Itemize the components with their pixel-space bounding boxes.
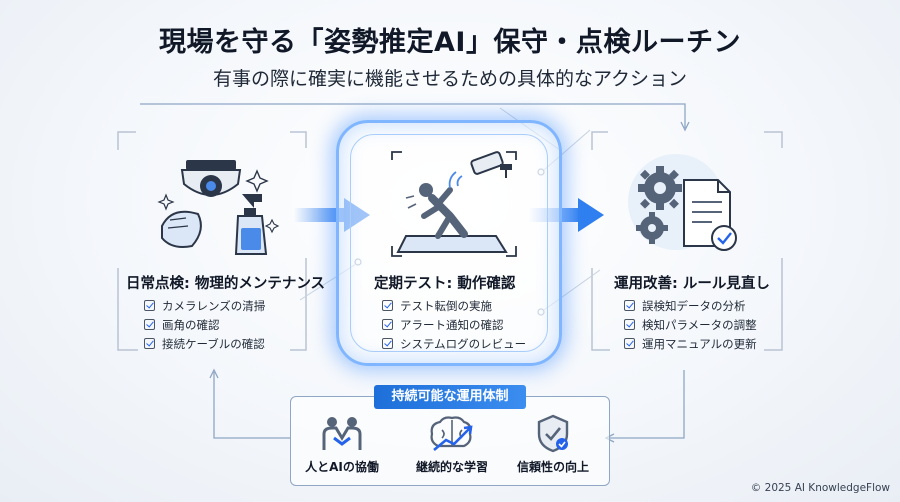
list-item: 運用マニュアルの更新	[624, 334, 757, 353]
card-title-improve: 運用改善: ルール見直し	[614, 276, 770, 292]
sustain-label-learning: 継続的な学習	[415, 460, 488, 474]
checkbox-icon	[624, 338, 635, 349]
checkbox-icon	[624, 300, 635, 311]
list-item: カメラレンズの清掃	[144, 296, 265, 315]
fall-detection-icon	[391, 151, 517, 257]
checkbox-icon	[144, 319, 155, 330]
list-item: 誤検知データの分析	[624, 296, 757, 315]
checkbox-icon	[624, 319, 635, 330]
page-subtitle: 有事の際に確実に機能させるための具体的なアクション	[212, 68, 688, 90]
list-item: アラート通知の確認	[382, 315, 526, 334]
checkbox-icon	[382, 338, 393, 349]
camera-cleaning-icon	[157, 160, 280, 255]
checkbox-icon	[144, 338, 155, 349]
checklist-daily: カメラレンズの清掃 画角の確認 接続ケーブルの確認	[144, 296, 265, 353]
checklist-periodic: テスト転倒の実施 アラート通知の確認 システムログのレビュー	[382, 296, 526, 353]
card-title-periodic: 定期テスト: 動作確認	[374, 276, 516, 292]
checkbox-icon	[382, 319, 393, 330]
list-item: 検知パラメータの調整	[624, 315, 757, 334]
gears-document-icon	[628, 154, 737, 251]
copyright-footer: © 2025 AI KnowledgeFlow	[750, 482, 890, 494]
sustain-badge: 持続可能な運用体制	[374, 385, 526, 409]
checkbox-icon	[382, 300, 393, 311]
list-item: テスト転倒の実施	[382, 296, 526, 315]
center-panel-inner	[350, 134, 548, 352]
handshake-icon	[322, 417, 362, 450]
sustain-label-reliability: 信頼性の向上	[516, 460, 589, 474]
sustain-label-collab: 人とAIの協働	[305, 460, 379, 474]
brain-growth-icon	[430, 416, 473, 451]
list-item: 接続ケーブルの確認	[144, 334, 265, 353]
shield-check-icon	[537, 414, 569, 453]
card-title-daily: 日常点検: 物理的メンテナンス	[126, 276, 326, 292]
list-item: システムログのレビュー	[382, 334, 526, 353]
page-title: 現場を守る「姿勢推定AI」保守・点検ルーチン	[159, 27, 741, 58]
list-item: 画角の確認	[144, 315, 265, 334]
checkbox-icon	[144, 300, 155, 311]
checklist-improve: 誤検知データの分析 検知パラメータの調整 運用マニュアルの更新	[624, 296, 757, 353]
